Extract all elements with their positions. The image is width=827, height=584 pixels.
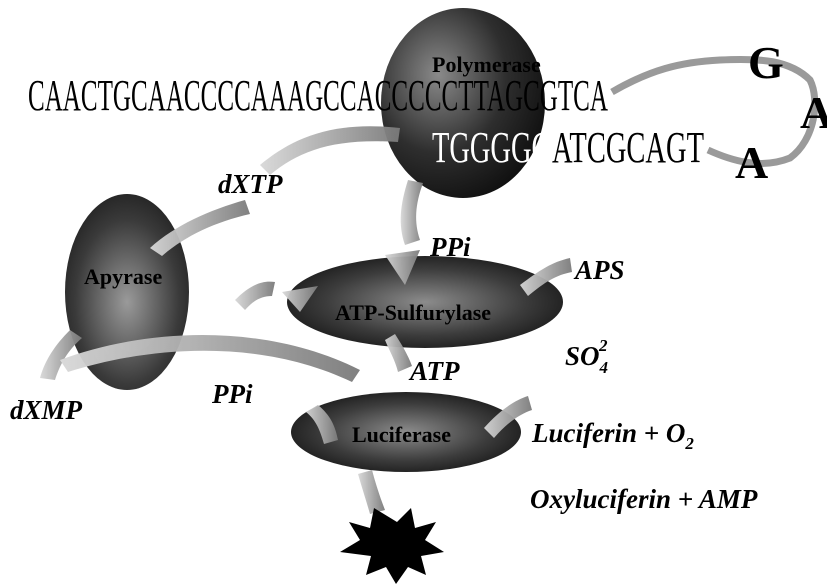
oxyluciferin-label: Oxyluciferin + AMP <box>530 484 758 514</box>
dna-bottom-extension: TGGGGG <box>432 123 552 172</box>
arrow-polymerase-to-ppi <box>401 180 423 245</box>
luciferase-label: Luciferase <box>352 422 451 447</box>
arrow-polymerase-to-dxtp <box>260 126 400 175</box>
aps-label: APS <box>573 255 625 285</box>
ppi-top-label: PPi <box>429 232 471 262</box>
sulfurylase-label: ATP-Sulfurylase <box>335 300 491 325</box>
so4-label: SO42 <box>565 336 608 377</box>
dna-bottom-strand: ATCGCAGT <box>552 123 704 172</box>
ppi-left-label: PPi <box>211 379 253 409</box>
dxtp-label: dXTP <box>218 169 283 199</box>
atp-label: ATP <box>408 356 460 386</box>
polymerase-label: Polymerase <box>432 52 541 77</box>
light-burst-icon <box>340 508 444 584</box>
hairpin-base-g: G <box>748 37 784 88</box>
arrow-luciferase-to-light <box>358 470 385 514</box>
dna-top-strand: CAACTGCAACCCCAAAGCCACCCCCTTAGCGTCA <box>28 71 608 120</box>
apyrase-label: Apyrase <box>84 264 162 289</box>
hairpin-base-a1: A <box>800 87 827 138</box>
arrow-ppi-left-curve <box>235 282 275 310</box>
dxmp-label: dXMP <box>10 395 83 425</box>
hairpin-base-a2: A <box>735 137 768 188</box>
luciferin-label: Luciferin + O2 <box>531 418 694 453</box>
